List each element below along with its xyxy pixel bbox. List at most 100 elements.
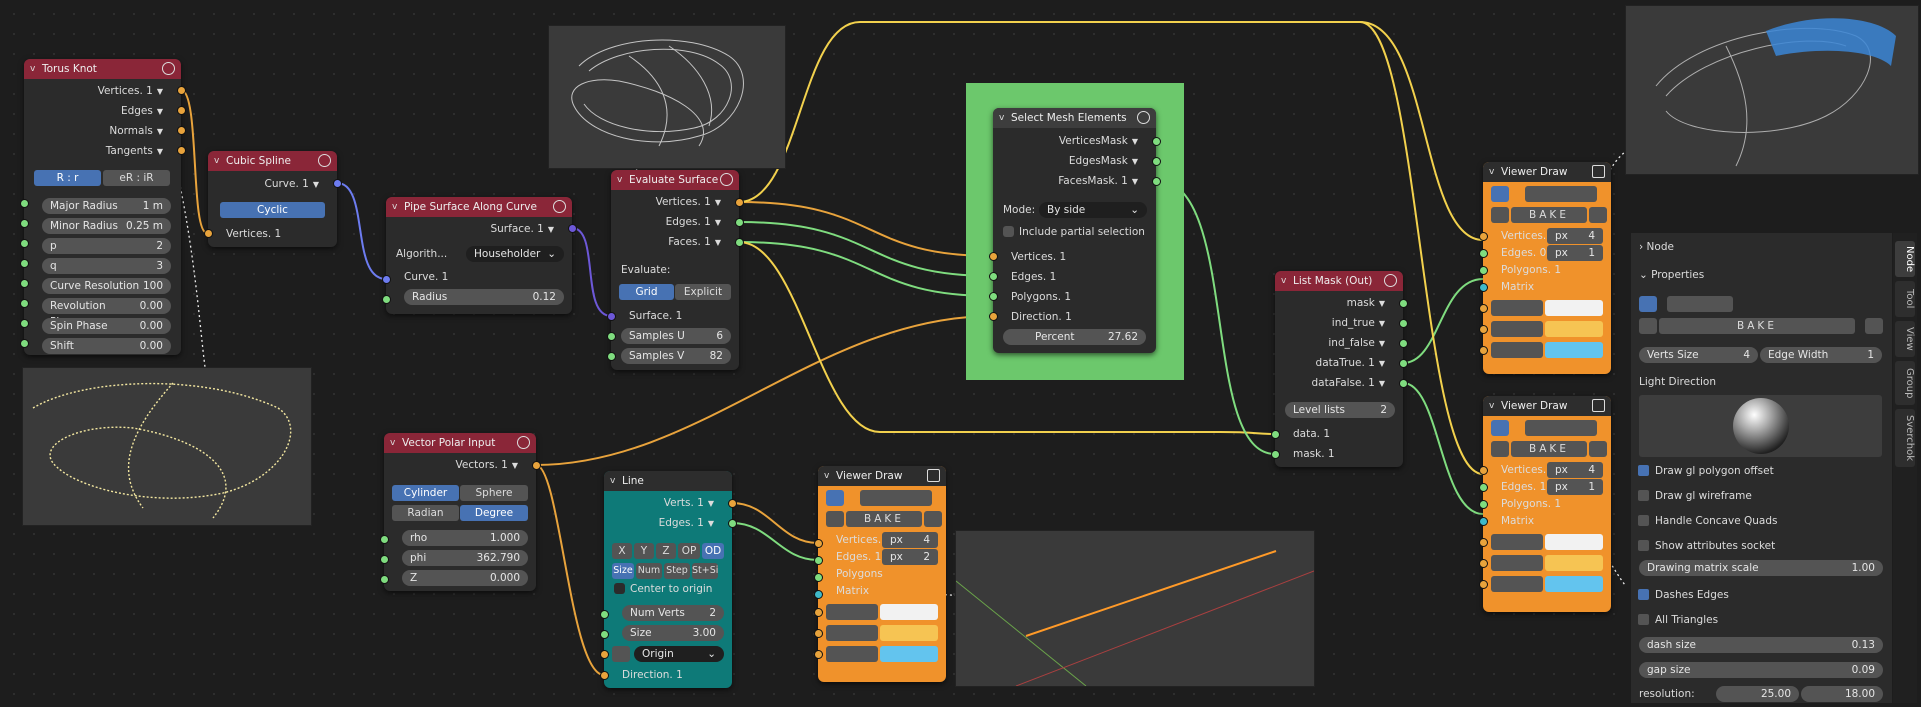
node-header[interactable]: Viewer Draw [1483,162,1611,182]
unit-degree[interactable]: Degree [460,505,528,521]
tab-group[interactable]: Group [1895,361,1915,405]
filter-icon[interactable] [826,511,844,527]
socket[interactable] [599,609,609,619]
node-pipe-surface[interactable]: Pipe Surface Along Curve Surface. 1▼ Alg… [386,197,572,314]
socket[interactable] [1478,558,1488,568]
mode-grid[interactable]: Grid [619,284,674,300]
socket[interactable] [1398,338,1408,348]
node-wire[interactable] [1359,21,1484,475]
all-triangles-checkbox[interactable]: All Triangles [1638,612,1718,628]
toggle-r[interactable]: R : r [34,170,101,186]
spline-icon[interactable] [318,154,331,167]
wrench-icon[interactable] [1384,274,1397,287]
socket[interactable] [203,228,213,238]
axis-button[interactable]: Z [656,543,676,559]
node-header[interactable]: Vector Polar Input [384,433,536,453]
socket[interactable] [1478,537,1488,547]
filter-icon[interactable] [1491,441,1509,457]
node-header[interactable]: Viewer Draw [1483,396,1611,416]
socket[interactable] [599,629,609,639]
node-wire[interactable] [738,241,994,297]
panel-checkbox[interactable]: Draw gl wireframe [1638,488,1752,504]
draw-options-icon[interactable] [1491,555,1543,571]
axis-button[interactable]: Y [634,543,654,559]
node-cubic-spline[interactable]: Cubic Spline Curve. 1▼ Cyclic Vertices. … [208,151,337,247]
eye-icon[interactable] [1491,420,1509,436]
size-mode-button[interactable]: Num [636,563,662,579]
socket[interactable] [1398,298,1408,308]
pencil-icon[interactable] [1592,399,1605,412]
panel-checkbox[interactable]: Handle Concave Quads [1638,513,1777,529]
socket[interactable] [1478,465,1488,475]
size-mode-button[interactable]: St+Si [692,563,718,579]
display-modes-icon[interactable] [860,490,932,506]
socket[interactable] [176,85,186,95]
draw-options-icon[interactable] [1491,534,1543,550]
socket[interactable] [1478,231,1488,241]
socket[interactable] [567,223,577,233]
socket[interactable] [988,271,998,281]
node-header[interactable]: Evaluate Surface [611,170,739,190]
socket[interactable] [734,237,744,247]
node-wire[interactable] [1402,278,1484,364]
node-select-mesh[interactable]: Select Mesh Elements VerticesMask▼ Edges… [993,108,1156,353]
resize-icon[interactable] [1137,111,1150,124]
filter-icon[interactable] [1491,207,1509,223]
display-modes-icon[interactable] [1525,186,1597,202]
node-vector-polar[interactable]: Vector Polar Input Vectors. 1▼ Cylinder … [384,433,536,591]
color-swatch[interactable] [1545,321,1603,337]
node-header[interactable]: Line [604,471,732,491]
node-wire[interactable] [180,89,208,234]
resolution-x-field[interactable]: 25.00 [1716,686,1799,702]
curve-icon[interactable] [553,200,566,213]
socket[interactable] [599,649,609,659]
socket[interactable] [381,274,391,284]
filter-icon[interactable] [1639,318,1657,334]
socket[interactable] [19,258,29,268]
light-sphere[interactable] [1733,398,1789,454]
socket[interactable] [19,238,29,248]
snapshot-icon[interactable] [1865,318,1883,334]
socket[interactable] [1478,345,1488,355]
node-wire[interactable] [336,182,387,280]
socket[interactable] [606,351,616,361]
snapshot-icon[interactable] [924,511,942,527]
draw-options-icon[interactable] [1491,321,1543,337]
bake-button[interactable]: BAKE [1659,318,1855,334]
color-swatch[interactable] [1545,555,1603,571]
socket[interactable] [813,572,823,582]
color-swatch[interactable] [880,604,938,620]
socket[interactable] [379,554,389,564]
socket[interactable] [332,178,342,188]
socket[interactable] [19,278,29,288]
pencil-icon[interactable] [927,469,940,482]
dashes-edges-checkbox[interactable]: Dashes Edges [1638,587,1729,603]
node-header[interactable]: Select Mesh Elements [993,108,1156,128]
socket[interactable] [19,198,29,208]
snapshot-icon[interactable] [1589,441,1607,457]
tab-sverchok[interactable]: Sverchok [1895,409,1915,467]
cyclic-button[interactable]: Cyclic [220,202,325,218]
display-modes-icon[interactable] [1667,296,1733,312]
unit-radian[interactable]: Radian [392,505,459,521]
socket[interactable] [813,555,823,565]
wrench-icon[interactable] [517,436,530,449]
socket[interactable] [1478,248,1488,258]
